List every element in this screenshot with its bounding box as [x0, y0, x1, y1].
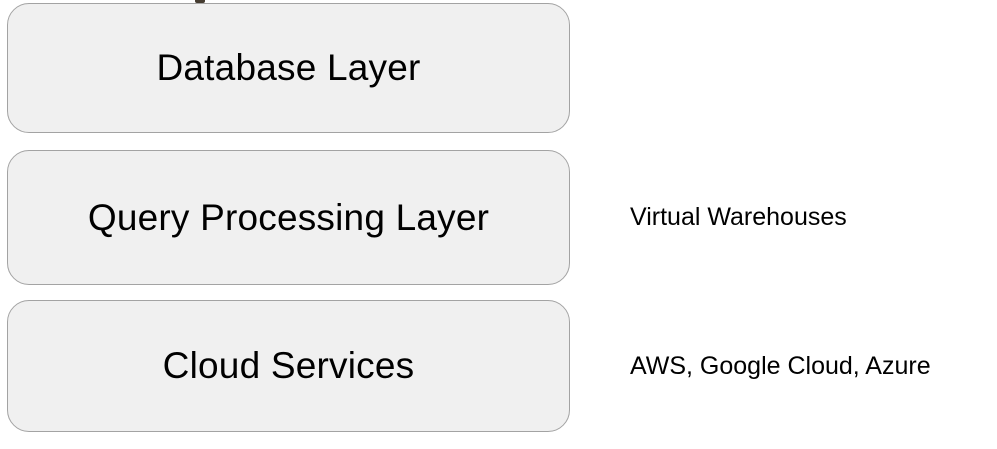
layer-box-cloud-services: Cloud Services: [7, 300, 570, 432]
cropped-text-fragment: [195, 0, 205, 3]
layer-annotation-cloud-providers: AWS, Google Cloud, Azure: [630, 351, 931, 380]
layer-box-query-processing-layer: Query Processing Layer: [7, 150, 570, 285]
layer-label: Cloud Services: [162, 345, 415, 386]
layer-annotation-virtual-warehouses: Virtual Warehouses: [630, 203, 847, 231]
layer-annotation: [630, 3, 997, 133]
layer-label: Query Processing Layer: [87, 196, 490, 238]
layer-box-database-layer: Database Layer: [7, 3, 570, 133]
layer-label: Database Layer: [156, 47, 421, 88]
